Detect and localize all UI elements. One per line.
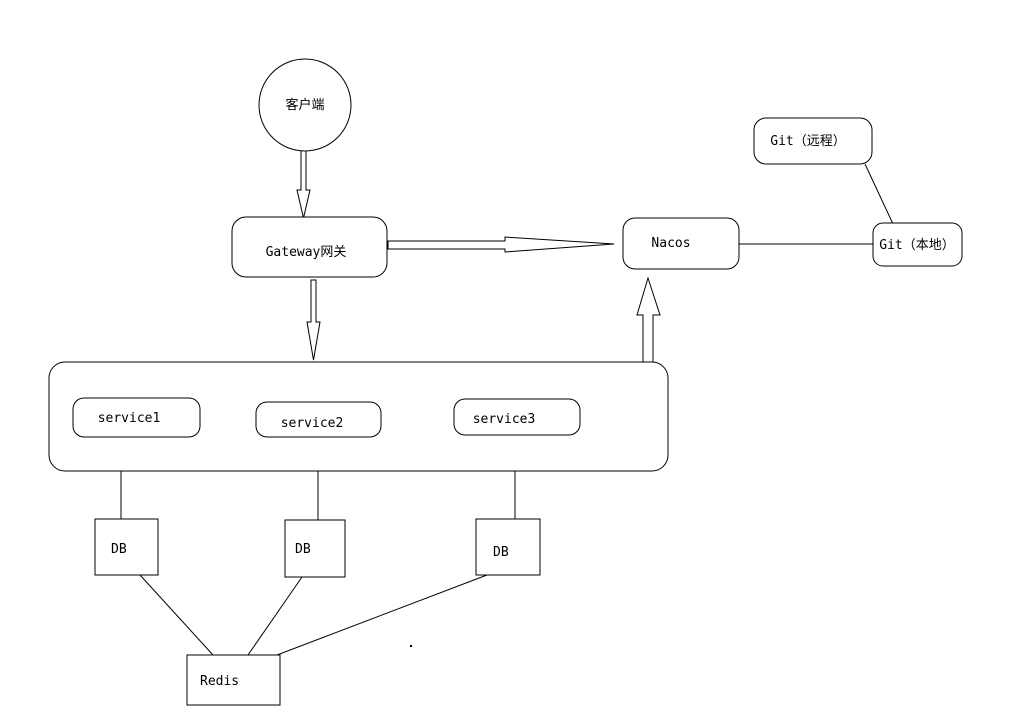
db3-label: DB [493, 545, 509, 560]
service2-box [255, 401, 382, 438]
arrow-services-to-nacos [636, 276, 661, 364]
nacos-node: Nacos [622, 217, 740, 270]
line-git-remote-git-local [864, 163, 894, 225]
git-local-box [872, 222, 963, 267]
arrow-gateway-to-services [306, 279, 321, 361]
gateway-label: Gateway网关 [266, 245, 347, 260]
redis-box [186, 654, 281, 706]
db1-label: DB [111, 542, 127, 557]
arrow-nacos-to-gateway [387, 236, 615, 253]
db3-node: DB [475, 518, 541, 576]
line-db2-redis [247, 576, 303, 656]
service3-label: service3 [473, 412, 536, 427]
client-node: 客户端 [258, 58, 352, 152]
redis-node: Redis [186, 654, 281, 706]
stray-dot [410, 645, 412, 647]
nacos-label: Nacos [651, 236, 690, 251]
service3-box [453, 398, 581, 436]
service1-label: service1 [98, 411, 161, 426]
git-remote-node: Git（远程） [753, 117, 873, 165]
redis-label: Redis [200, 674, 239, 689]
client-circle [258, 58, 352, 152]
service1-box [72, 397, 201, 438]
db2-box [284, 519, 346, 578]
service2-label: service2 [281, 416, 344, 431]
db1-box [94, 518, 159, 576]
db1-node: DB [94, 518, 159, 576]
gateway-node: Gateway网关 [231, 216, 388, 278]
db3-box [475, 518, 541, 576]
client-label: 客户端 [285, 97, 324, 113]
line-db1-redis [139, 574, 214, 656]
service1-node: service1 [72, 397, 201, 438]
git-remote-box [753, 117, 873, 165]
git-local-node: Git（本地） [872, 222, 963, 267]
db2-node: DB [284, 519, 346, 578]
service3-node: service3 [453, 398, 581, 436]
line-db3-redis [276, 574, 488, 656]
db2-label: DB [295, 542, 311, 557]
arrow-client-to-gateway [296, 142, 311, 219]
gateway-box [231, 216, 388, 278]
service2-node: service2 [255, 401, 382, 438]
git-remote-label: Git（远程） [770, 134, 845, 149]
git-local-label: Git（本地） [879, 238, 954, 253]
nacos-box [622, 217, 740, 270]
